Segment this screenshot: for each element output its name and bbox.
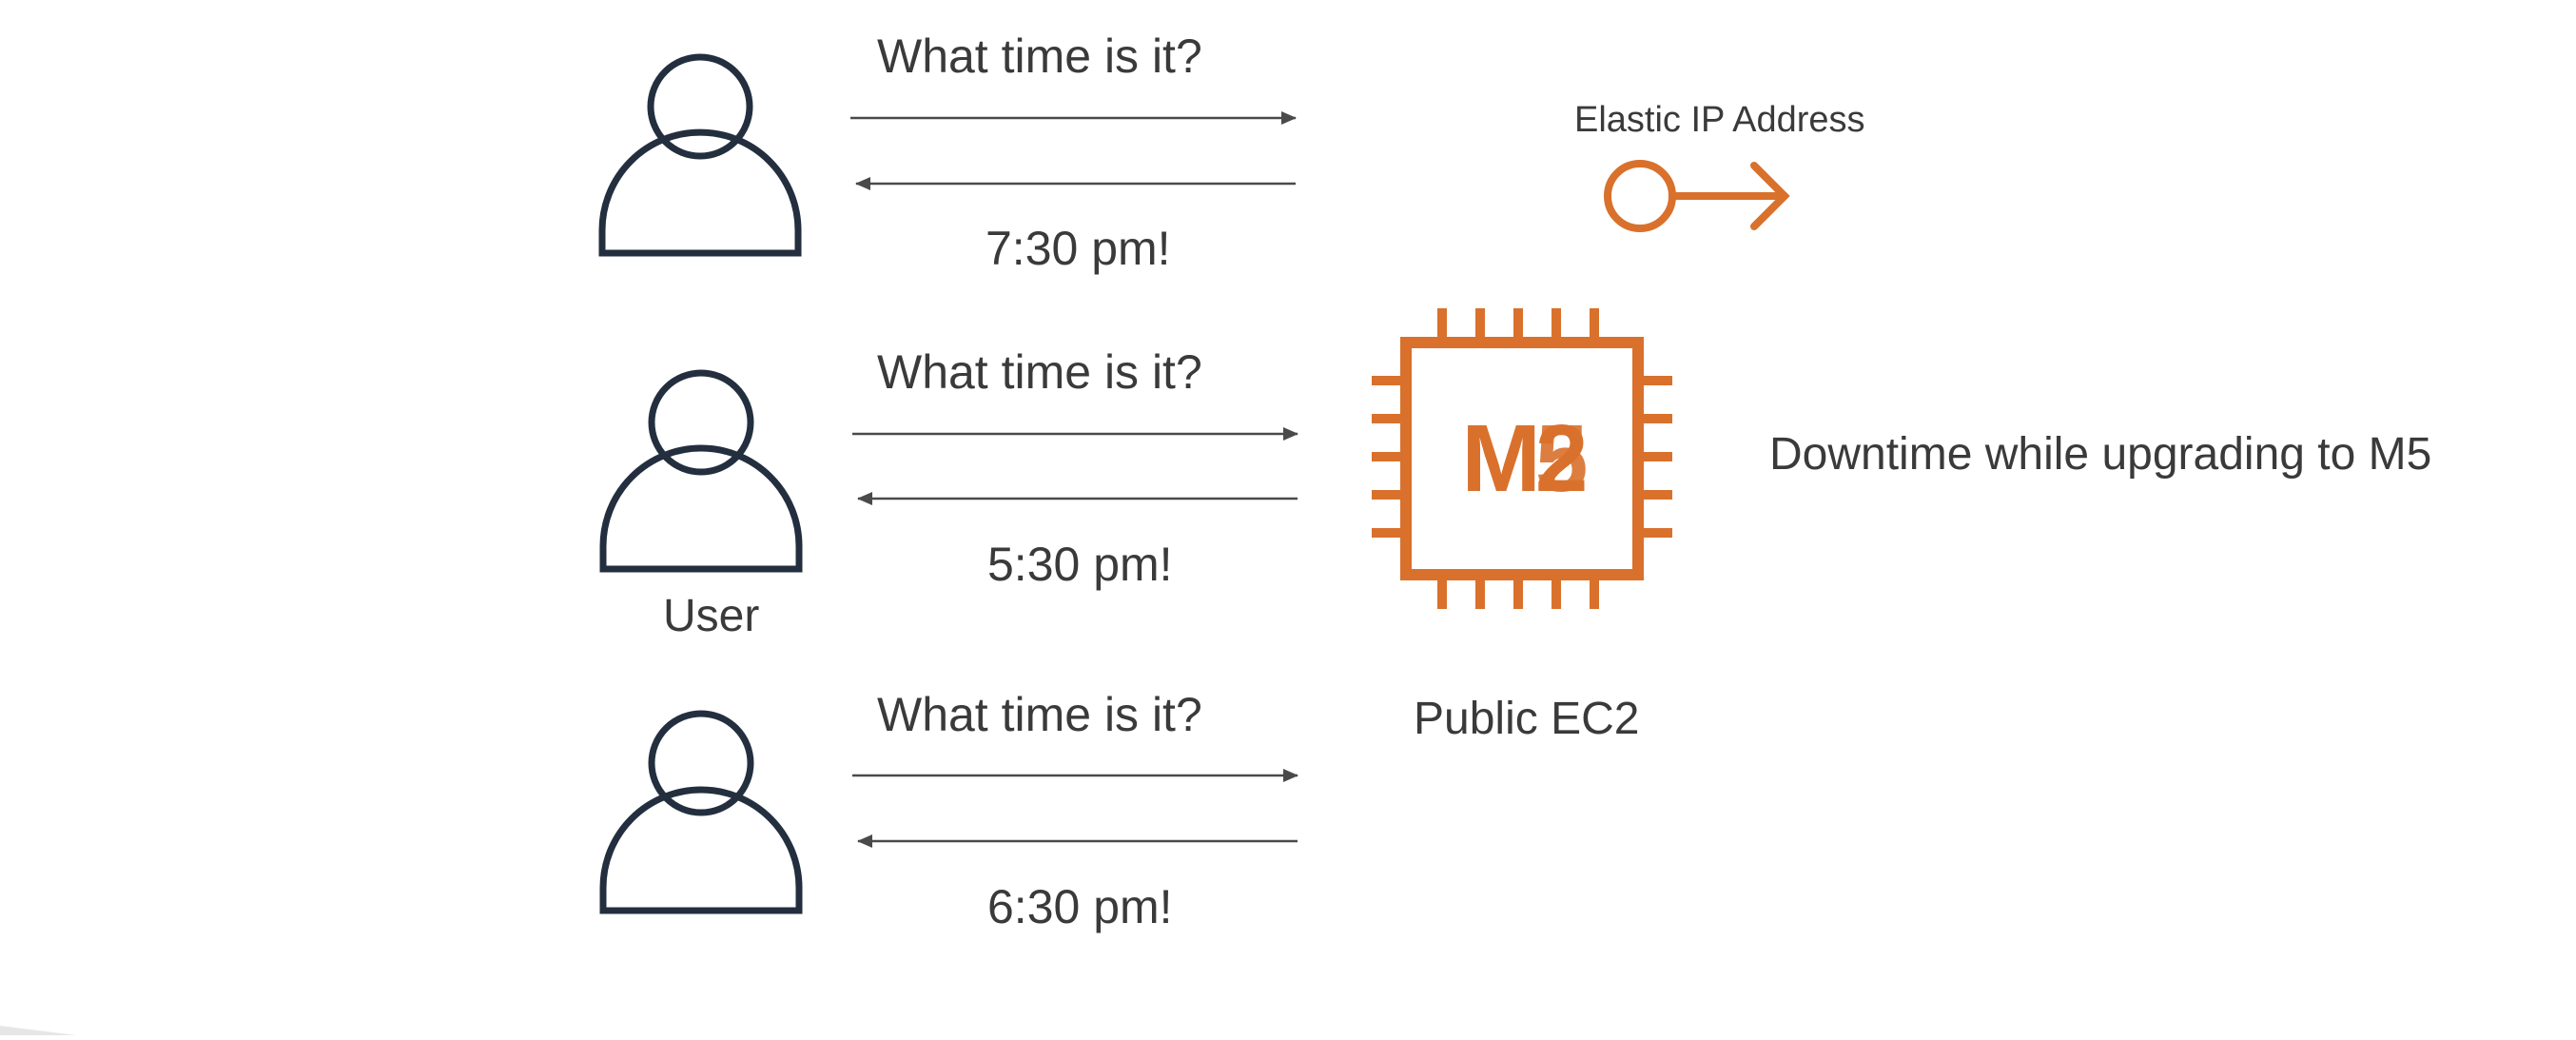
request-label: What time is it?: [877, 345, 1202, 399]
instance-type-overlay: M2 M5: [1406, 343, 1638, 575]
ec2-chip-icon: [1372, 308, 1672, 609]
instance-type-old: M2: [1461, 404, 1589, 512]
response-label: 5:30 pm!: [987, 538, 1173, 591]
response-label: 6:30 pm!: [987, 880, 1173, 933]
user-icon: [599, 369, 803, 573]
user-icon: [598, 53, 802, 257]
user-label: User: [663, 591, 760, 641]
elastic-ip-icon: [1604, 160, 1790, 232]
downtime-note: Downtime while upgrading to M5: [1769, 429, 2432, 480]
ec2-label: Public EC2: [1414, 694, 1640, 744]
response-label: 7:30 pm!: [986, 222, 1171, 275]
slide-corner-shadow: [0, 1026, 76, 1035]
instance-type-new: M5: [1461, 404, 1589, 512]
request-label: What time is it?: [877, 29, 1202, 83]
elastic-ip-label: Elastic IP Address: [1574, 100, 1865, 140]
request-label: What time is it?: [877, 688, 1202, 741]
user-icon: [599, 710, 803, 914]
